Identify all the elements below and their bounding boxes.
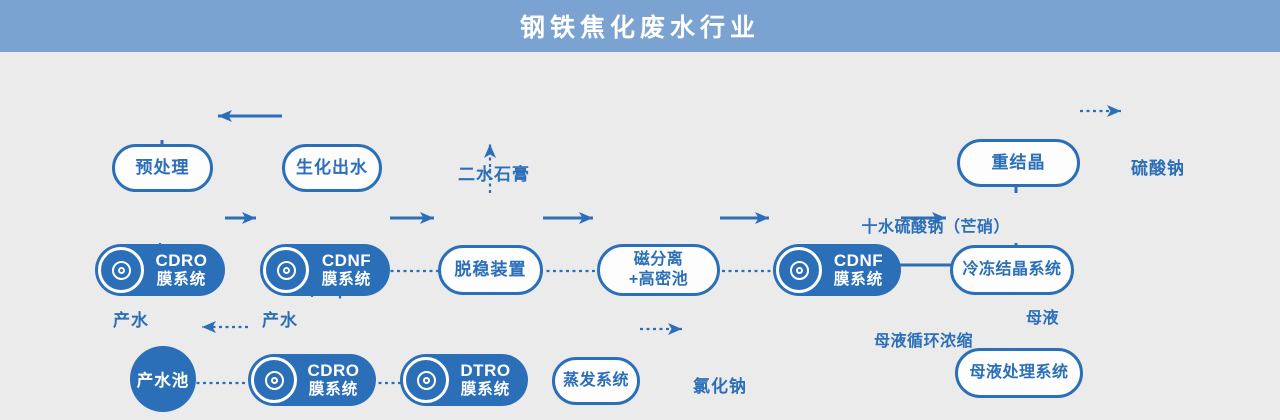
title-banner: 钢铁焦化废水行业 [0, 0, 1280, 52]
membrane-icon [251, 357, 297, 403]
label-product-water-1: 产水 [113, 311, 149, 330]
node-freeze-crystallization: 冷冻结晶系统 [950, 245, 1074, 295]
node-product-water-pool: 产水池 [130, 346, 196, 412]
label-dihydrate-gypsum: 二水石膏 [458, 165, 530, 184]
label-product-water-2: 产水 [262, 311, 298, 330]
page-title: 钢铁焦化废水行业 [519, 14, 760, 42]
node-evaporation-system: 蒸发系统 [552, 357, 640, 405]
node-recrystallization: 重结晶 [957, 139, 1080, 187]
node-preprocessing: 预处理 [112, 144, 213, 192]
membrane-icon [776, 247, 822, 293]
node-bio-effluent: 生化出水 [282, 144, 382, 192]
membrane-icon [263, 247, 309, 293]
membrane-icon [403, 357, 449, 403]
label-mother-liquor: 母液 [1026, 310, 1060, 327]
node-destabilization-unit: 脱稳装置 [438, 245, 543, 295]
membrane-icon [98, 247, 144, 293]
label-mother-liquor-recycle: 母液循环浓缩 [874, 333, 974, 350]
node-magnetic-separation: 磁分离 +高密池 [597, 244, 720, 296]
node-mother-liquor-treatment: 母液处理系统 [955, 348, 1083, 398]
label-glauber-salt: 十水硫酸钠（芒硝） [861, 219, 1010, 236]
label-sodium-sulfate: 硫酸钠 [1131, 159, 1185, 178]
label-sodium-chloride: 氯化钠 [693, 377, 747, 396]
